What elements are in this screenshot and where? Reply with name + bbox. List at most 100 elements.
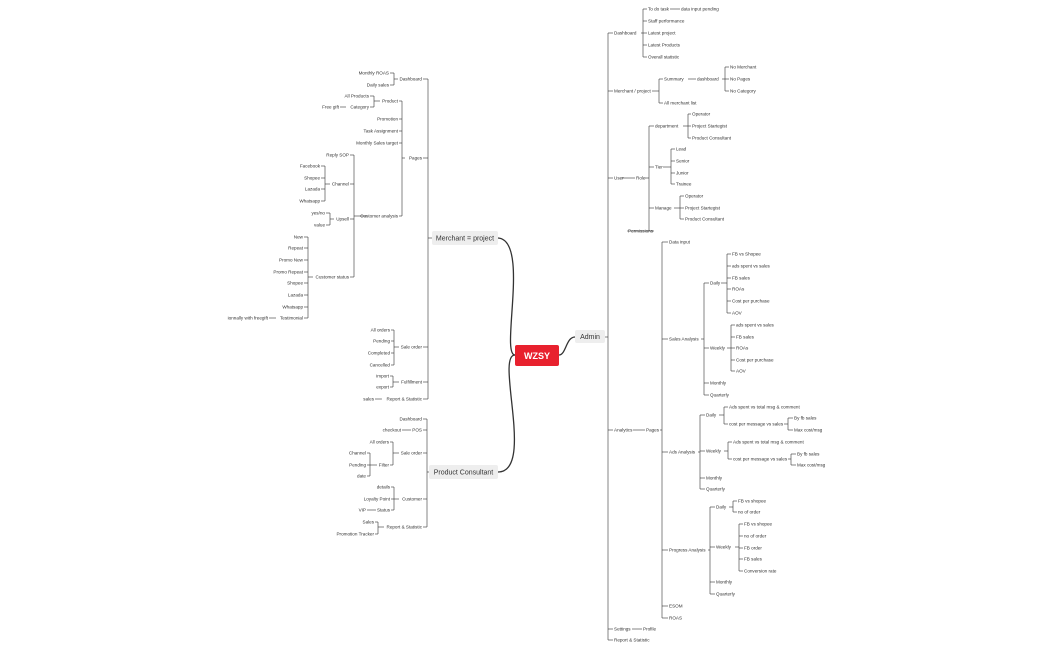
node-fb-sales-lc[interactable]: FB sales: [732, 276, 751, 281]
node-status[interactable]: Status: [377, 508, 391, 513]
node-monthly-roas[interactable]: Monthly ROAS: [359, 71, 389, 76]
node-checkout[interactable]: checkout: [383, 428, 402, 433]
node-promo-repeat[interactable]: Promo Repeat: [273, 270, 303, 275]
node-report-statistic[interactable]: Report & Statistic: [387, 525, 423, 530]
node-pages[interactable]: Pages: [646, 428, 660, 433]
node-weekly[interactable]: Weekly: [710, 346, 726, 351]
node-promo-new[interactable]: Promo New: [279, 258, 304, 263]
root-node-box[interactable]: [515, 345, 559, 366]
node-freegift-text[interactable]: ionnally with freegift: [228, 316, 269, 321]
node-all-products[interactable]: All Products: [344, 94, 369, 99]
node-ads-spent-total-msg[interactable]: Ads spent vs total msg & comment: [729, 405, 800, 410]
admin-branch-box[interactable]: [575, 330, 605, 343]
node-product-consultant[interactable]: Product Consultant: [685, 217, 725, 222]
node-daily[interactable]: Daily: [716, 505, 727, 510]
node-roas[interactable]: ROAS: [669, 616, 682, 621]
node-sales-lc[interactable]: sales: [363, 397, 374, 402]
node-export[interactable]: export: [376, 385, 389, 390]
node-product[interactable]: Product: [382, 99, 399, 104]
node-staff-performance[interactable]: Staff performance: [648, 19, 685, 24]
node-permissions[interactable]: Permissions: [628, 229, 654, 234]
node-fb-sales-lower[interactable]: FB sales: [744, 557, 763, 562]
node-lazada[interactable]: Lazada: [288, 293, 304, 298]
node-testimonial[interactable]: Testimonial: [280, 316, 303, 321]
node-dashboard[interactable]: Dashboard: [400, 417, 423, 422]
node-dashboard-lc[interactable]: dashboard: [697, 77, 719, 82]
node-lazada[interactable]: Lazada: [305, 187, 321, 192]
node-progress-analysis[interactable]: Progress Analysis: [669, 548, 706, 553]
node-category[interactable]: Category: [350, 105, 369, 110]
node-fb-vs-shopee-cap[interactable]: FB vs Shopee: [732, 252, 761, 257]
node-channel-cap[interactable]: Channel: [349, 451, 366, 456]
node-all-orders[interactable]: All orders: [371, 328, 391, 333]
node-monthly[interactable]: Monthly: [710, 381, 727, 386]
node-repeat[interactable]: Repeat: [288, 246, 304, 251]
node-weekly[interactable]: Weekly: [716, 545, 732, 550]
node-pending[interactable]: Pending: [373, 339, 390, 344]
node-task-assignment[interactable]: Task Assignment: [364, 129, 399, 134]
node-dashboard[interactable]: Dashboard: [400, 77, 423, 82]
node-promotion[interactable]: Promotion: [377, 117, 398, 122]
node-data-input[interactable]: Data input: [669, 240, 691, 245]
node-manage[interactable]: Manage: [655, 206, 672, 211]
node-customer-status[interactable]: Customer status: [316, 275, 350, 280]
node-no-merchant[interactable]: No Merchant: [730, 65, 757, 70]
node-by-fb-sales[interactable]: By fb sales: [794, 416, 817, 421]
node-fulfillment[interactable]: Fulfillment: [401, 380, 423, 385]
node-conversion-rate[interactable]: Conversion rate: [744, 569, 777, 574]
node-cost-per-message[interactable]: cost per message vs sales: [729, 422, 784, 427]
node-import[interactable]: import: [376, 374, 389, 379]
node-loyalty-point[interactable]: Loyalty Point: [364, 497, 391, 502]
node-analytics[interactable]: Analytics: [614, 428, 633, 433]
node-daily-sales[interactable]: Daily sales: [367, 83, 390, 88]
node-quarterly[interactable]: Quarterly: [706, 487, 726, 492]
node-cost-per-message[interactable]: cost per message vs sales: [733, 457, 788, 462]
node-fb-order[interactable]: FB order: [744, 546, 762, 551]
node-filter[interactable]: Filter: [379, 463, 390, 468]
node-upsell[interactable]: Upsell: [336, 217, 349, 222]
node-roas-lc[interactable]: ROAs: [732, 287, 745, 292]
node-latest-project[interactable]: Latest project: [648, 31, 676, 36]
node-dashboard[interactable]: Dashboard: [614, 31, 637, 36]
node-summary[interactable]: Summary: [664, 77, 684, 82]
node-project-startegist[interactable]: Project Startegist: [685, 206, 721, 211]
node-value[interactable]: value: [314, 223, 325, 228]
node-max-cost-msg[interactable]: Max cost/msg: [797, 463, 826, 468]
node-operator[interactable]: Operator: [692, 112, 711, 117]
node-merchant-project[interactable]: Merchant / project: [614, 89, 651, 94]
node-esom[interactable]: ESOM: [669, 604, 683, 609]
node-operator[interactable]: Operator: [685, 194, 704, 199]
node-pos[interactable]: POS: [412, 428, 422, 433]
node-report-statistic[interactable]: Report & Statistic: [614, 638, 650, 643]
node-new[interactable]: New: [294, 235, 304, 240]
node-reply-sop[interactable]: Reply SOP: [326, 153, 349, 158]
node-junior[interactable]: Junior: [676, 171, 689, 176]
node-latest-products[interactable]: Latest Products: [648, 43, 681, 48]
node-cancelled[interactable]: Cancelled: [370, 363, 391, 368]
node-channel[interactable]: Channel: [332, 182, 349, 187]
node-sales-analysis[interactable]: Sales Analysis: [669, 337, 699, 342]
node-facebook[interactable]: Facebook: [300, 164, 321, 169]
node-pages-cap[interactable]: Pages: [409, 156, 423, 161]
node-shopee[interactable]: Shopee: [287, 281, 303, 286]
node-ads-spent-vs-sales[interactable]: ads spent vs sales: [732, 264, 770, 269]
node-monthly-sales-target[interactable]: Monthly Sales target: [356, 141, 399, 146]
node-fb-vs-shopee[interactable]: FB vs shopee: [744, 522, 773, 527]
node-lead[interactable]: Lead: [676, 147, 687, 152]
node-user[interactable]: User: [614, 176, 624, 181]
node-senior[interactable]: Senior: [676, 159, 690, 164]
node-ads-spent-vs-sales[interactable]: ads spent vs sales: [736, 323, 774, 328]
node-sales-cap[interactable]: Sales: [363, 520, 375, 525]
node-profile[interactable]: Profile: [643, 627, 656, 632]
node-vip[interactable]: VIP: [359, 508, 366, 513]
node-daily[interactable]: Daily: [706, 413, 717, 418]
node-all-merchant-list[interactable]: All merchant list: [664, 101, 697, 106]
node-customer-analysis[interactable]: Customer analysis: [360, 214, 398, 219]
node-free-gift[interactable]: Free gift: [322, 105, 340, 110]
node-ads-spent-total-msg[interactable]: Ads spent vs total msg & comment: [733, 440, 804, 445]
node-sale-order[interactable]: Sale order: [401, 345, 423, 350]
node-cost-per-purchase[interactable]: Cost per purchase: [732, 299, 770, 304]
node-aov[interactable]: AOV: [732, 311, 743, 316]
node-shopee[interactable]: Shopee: [304, 176, 320, 181]
node-date[interactable]: date: [357, 474, 366, 479]
